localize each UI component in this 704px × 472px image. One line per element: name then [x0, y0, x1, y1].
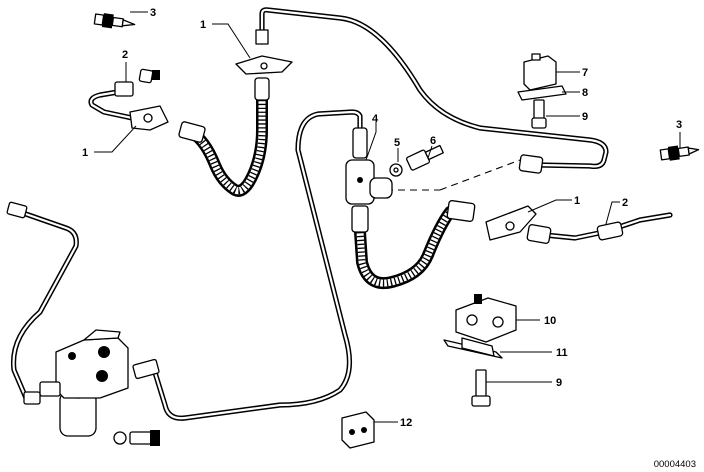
hose-bracket-upper-left [129, 105, 169, 131]
callout-label: 6 [430, 135, 436, 147]
junction-block-10 [455, 294, 517, 343]
catalog-number: 00004403 [654, 459, 696, 470]
callout-label: 2 [122, 49, 128, 61]
callout-label: 4 [372, 113, 379, 125]
callout-6: 6 [427, 135, 436, 159]
callout-10: 10 [516, 315, 556, 327]
brake-hoses [186, 90, 456, 289]
plug-12 [341, 411, 375, 449]
callout-label: 8 [582, 87, 588, 99]
callout-label: 11 [556, 347, 568, 359]
callout-label: 3 [150, 7, 156, 19]
pipe-end-fitting-left [6, 201, 41, 405]
junction-block-7 [523, 53, 557, 91]
bolt-9-lower [471, 369, 491, 407]
brake-pipes [10, 7, 673, 421]
hose-bracket-top-center [235, 29, 293, 101]
brake-pressure-regulator [39, 329, 160, 446]
callout-label: 12 [400, 417, 412, 429]
callout-11: 11 [500, 347, 568, 359]
callout-label: 9 [556, 377, 562, 389]
bolt-6 [406, 144, 444, 171]
callout-label: 9 [582, 111, 588, 123]
callout-3-right: 3 [676, 119, 682, 148]
callout-label: 10 [544, 315, 556, 327]
callouts: 3 1 2 1 7 8 9 3 [82, 7, 682, 429]
callout-label: 1 [200, 19, 206, 31]
callout-9-upper: 9 [546, 111, 588, 123]
callout-9-lower: 9 [486, 377, 562, 389]
callout-3-top: 3 [130, 7, 156, 19]
brake-pipe-top-right-core [260, 8, 608, 168]
dashed-lead-bolt-6 [439, 159, 521, 191]
callout-label: 5 [394, 137, 400, 149]
brake-hose-center-braid [356, 209, 453, 287]
pipe-connector-right [518, 154, 624, 244]
callout-label: 1 [82, 147, 88, 159]
hose-end-fitting-upper-left [178, 121, 206, 143]
callout-1-top: 1 [200, 19, 251, 59]
callout-1-left: 1 [82, 125, 137, 159]
callout-5: 5 [394, 137, 400, 162]
brake-hose-upper-braid [190, 96, 266, 195]
washer-5 [389, 163, 403, 177]
bleeder-screw-top-left [93, 13, 136, 29]
callout-label: 1 [574, 195, 580, 207]
mounting-clip-8 [517, 85, 567, 101]
hose-bracket-right [446, 200, 537, 241]
pipe-connector-upper-left [114, 68, 160, 97]
callout-label: 7 [582, 67, 588, 79]
brake-pipe-upper-left-core [89, 90, 134, 120]
brake-pipe-left-core [12, 210, 78, 400]
callout-12: 12 [374, 417, 412, 429]
callout-8: 8 [562, 87, 588, 99]
callout-label: 3 [676, 119, 682, 131]
bleeder-screw-right [659, 145, 700, 161]
callout-2-right: 2 [605, 197, 628, 225]
callout-2-top: 2 [122, 49, 128, 82]
t-piece-fitting [345, 127, 393, 233]
mounting-clip-11 [443, 337, 503, 359]
callout-1-right: 1 [527, 195, 580, 213]
brake-hose-center [354, 206, 456, 289]
bolt-9-upper [531, 99, 547, 129]
callout-4: 4 [365, 113, 379, 161]
brake-pipe-center-loop-core [151, 110, 362, 420]
callout-7: 7 [556, 67, 588, 79]
callout-label: 2 [622, 197, 628, 209]
